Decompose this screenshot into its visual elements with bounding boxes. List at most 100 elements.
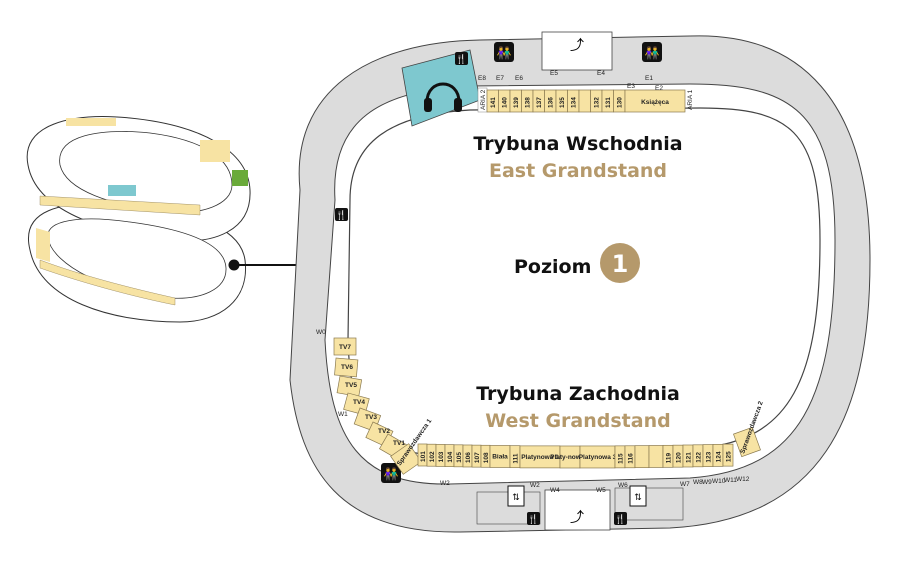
gate-label: W2 [530, 482, 540, 489]
gate-label: E6 [515, 75, 523, 82]
headphones-icon [424, 82, 462, 112]
section-label: 138 [525, 97, 532, 108]
svg-text:👫: 👫 [645, 46, 660, 60]
vip-section-label: Książęca [641, 99, 669, 106]
section-label: 140 [502, 97, 509, 108]
mini-stadium-levels [26, 116, 498, 323]
tv-section [333, 337, 357, 356]
gate-label: E2 [655, 85, 663, 92]
seat-section [722, 443, 734, 467]
section-label: 137 [536, 97, 543, 108]
restroom-icon: 👫 [494, 42, 514, 62]
tv-section-label: TV7 [339, 344, 351, 351]
section-label: 132 [594, 97, 601, 108]
section-label: 102 [429, 451, 436, 462]
svg-text:🍴: 🍴 [336, 209, 347, 221]
tv-section-label: TV5 [345, 382, 357, 389]
section-label: 141 [490, 97, 497, 108]
aria-2-label: ARIA 2 [480, 89, 487, 110]
gate-label: E4 [597, 70, 605, 77]
section-label: 111 [513, 453, 520, 464]
seat-section [578, 89, 591, 113]
tv-section-label: TV6 [341, 364, 353, 371]
tv-section-label: TV2 [378, 428, 390, 435]
level-label: Poziom [514, 256, 591, 278]
gate-label: E5 [550, 70, 558, 77]
east-stand-subtitle: East Grandstand [489, 160, 667, 182]
elevator-icon: ⇅ [507, 485, 525, 507]
restroom-icon: 👫 [642, 42, 662, 62]
section-label: 108 [483, 452, 490, 463]
restaurant-icon: 🍴 [527, 512, 540, 525]
restroom-icon: 👫 [381, 463, 401, 483]
section-label: Biała [492, 453, 508, 460]
section-label: 119 [666, 452, 673, 463]
elevator-icon: ⇅ [629, 485, 647, 507]
gate-label: W9 [702, 479, 712, 486]
seat-section [648, 445, 664, 468]
section-label: 123 [706, 451, 713, 462]
level-badge [600, 243, 640, 283]
svg-text:🍴: 🍴 [528, 513, 539, 525]
section-label: Platy-nowa 2 [550, 454, 590, 461]
section-label: 121 [686, 452, 693, 463]
section-label: 116 [628, 453, 635, 464]
escalator-area-west [544, 489, 611, 531]
gate-label: W8 [693, 479, 703, 486]
escalator-area-east [541, 31, 613, 71]
section-label: 103 [438, 451, 445, 462]
section-label: 105 [456, 452, 463, 463]
tv-section-label: TV1 [393, 440, 405, 447]
svg-text:🍴: 🍴 [615, 513, 626, 525]
gate-label: W2 [440, 480, 450, 487]
tv-section-label: TV3 [365, 414, 377, 421]
section-label: 136 [548, 97, 555, 108]
section-label: 139 [513, 97, 520, 108]
gate-label: E3 [627, 83, 635, 90]
press-section [390, 443, 422, 475]
press-section [733, 426, 761, 458]
svg-text:🍴: 🍴 [456, 53, 467, 65]
section-label: 134 [571, 97, 578, 108]
west-stand-title: Trybuna Zachodnia [476, 383, 680, 405]
gate-label: E7 [496, 75, 504, 82]
gate-label: W11 [724, 477, 737, 484]
gate-label: W12 [736, 476, 750, 483]
section-label: 135 [559, 97, 566, 108]
restaurant-icon: 🍴 [455, 52, 468, 65]
tv-section-label: TV4 [353, 399, 365, 406]
section-label: 120 [676, 452, 683, 463]
restaurant-icon: 🍴 [335, 208, 348, 221]
east-stand-title: Trybuna Wschodnia [473, 133, 682, 155]
section-label: 115 [618, 453, 625, 464]
gate-label: W5 [596, 487, 606, 494]
escalator-icon: ⤴ [570, 509, 584, 525]
gate-label: W7 [680, 481, 690, 488]
svg-text:👫: 👫 [497, 46, 512, 60]
tv-section [334, 357, 359, 378]
escalator-icon: ⤴ [570, 37, 584, 53]
restaurant-icon: 🍴 [614, 512, 627, 525]
vip-section-ksiazeca [624, 89, 686, 113]
svg-text:⇅: ⇅ [512, 492, 520, 502]
section-label: 107 [474, 452, 481, 463]
section-label: 101 [420, 451, 427, 462]
section-label: 130 [617, 97, 624, 108]
section-label: Platynowa 1 [521, 454, 559, 461]
section-label: 106 [465, 452, 472, 463]
aria-1-label: ARIA 1 [687, 89, 694, 110]
section-label: 122 [696, 452, 703, 463]
gate-label: W4 [550, 487, 560, 494]
gate-label: W6 [618, 482, 628, 489]
section-label: 131 [605, 97, 612, 108]
level-number: 1 [612, 250, 629, 278]
section-label: 124 [716, 451, 723, 462]
gate-label: W10 [712, 478, 726, 485]
svg-text:⇅: ⇅ [634, 492, 642, 502]
section-label: Platynowa 3 [579, 454, 617, 461]
section-label: 125 [726, 451, 733, 462]
